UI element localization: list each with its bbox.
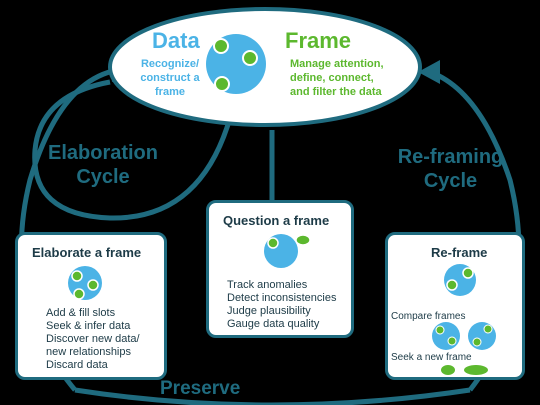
question-blob-icon xyxy=(264,234,311,268)
reframing-label-1: Re-framing xyxy=(397,146,504,168)
compare-frames-icon xyxy=(432,322,496,350)
reframe-item-1: Compare frames xyxy=(391,311,466,322)
preserve-label: Preserve xyxy=(160,378,241,399)
manage-line-2: define, connect, xyxy=(290,72,374,84)
elaboration-label-1: Elaboration xyxy=(47,142,158,164)
question-box: Question a frame Track anomalies Detect … xyxy=(206,200,354,338)
elaborate-title: Elaborate a frame xyxy=(32,245,142,260)
outer-loop-bottom xyxy=(74,387,471,405)
manage-line-1: Manage attention, xyxy=(290,58,384,70)
elaborate-item-2: Seek & infer data xyxy=(46,320,131,332)
reframing-label-2: Cycle xyxy=(423,170,478,192)
question-item-4: Gauge data quality xyxy=(227,318,320,330)
seek-frame-icon xyxy=(441,365,488,375)
blob-dot-1 xyxy=(213,38,229,54)
question-item-2: Detect inconsistencies xyxy=(227,292,337,304)
data-label: Data xyxy=(152,28,200,53)
right-arrowhead xyxy=(418,60,440,84)
blob-dot-3 xyxy=(214,76,230,92)
question-item-3: Judge plausibility xyxy=(227,305,311,317)
recognize-line-2: construct a xyxy=(140,72,200,84)
elaborate-box: Elaborate a frame Add & fill slots Seek … xyxy=(15,232,167,380)
reframe-blob-icon xyxy=(444,264,476,296)
elaborate-blob-icon xyxy=(68,266,102,300)
elaborate-item-4: new relationships xyxy=(46,346,131,358)
question-item-1: Track anomalies xyxy=(227,279,308,291)
elaborate-item-1: Add & fill slots xyxy=(46,307,116,319)
elaborate-item-3: Discover new data/ xyxy=(46,333,140,345)
reframe-title: Re-frame xyxy=(431,245,488,260)
frame-label: Frame xyxy=(285,28,352,53)
reframe-box: Re-frame Compare frames Seek a new frame xyxy=(385,232,525,380)
elaboration-label-2: Cycle xyxy=(76,166,130,188)
recognize-line-1: Recognize/ xyxy=(140,58,200,70)
manage-line-3: and filter the data xyxy=(290,86,382,98)
blob-dot-2 xyxy=(242,50,258,66)
reframe-item-2: Seek a new frame xyxy=(391,352,472,363)
elaborate-item-5: Discard data xyxy=(46,359,108,371)
recognize-line-3: frame xyxy=(155,86,185,98)
elaboration-inner-cycle xyxy=(32,79,233,221)
question-title: Question a frame xyxy=(223,213,330,228)
